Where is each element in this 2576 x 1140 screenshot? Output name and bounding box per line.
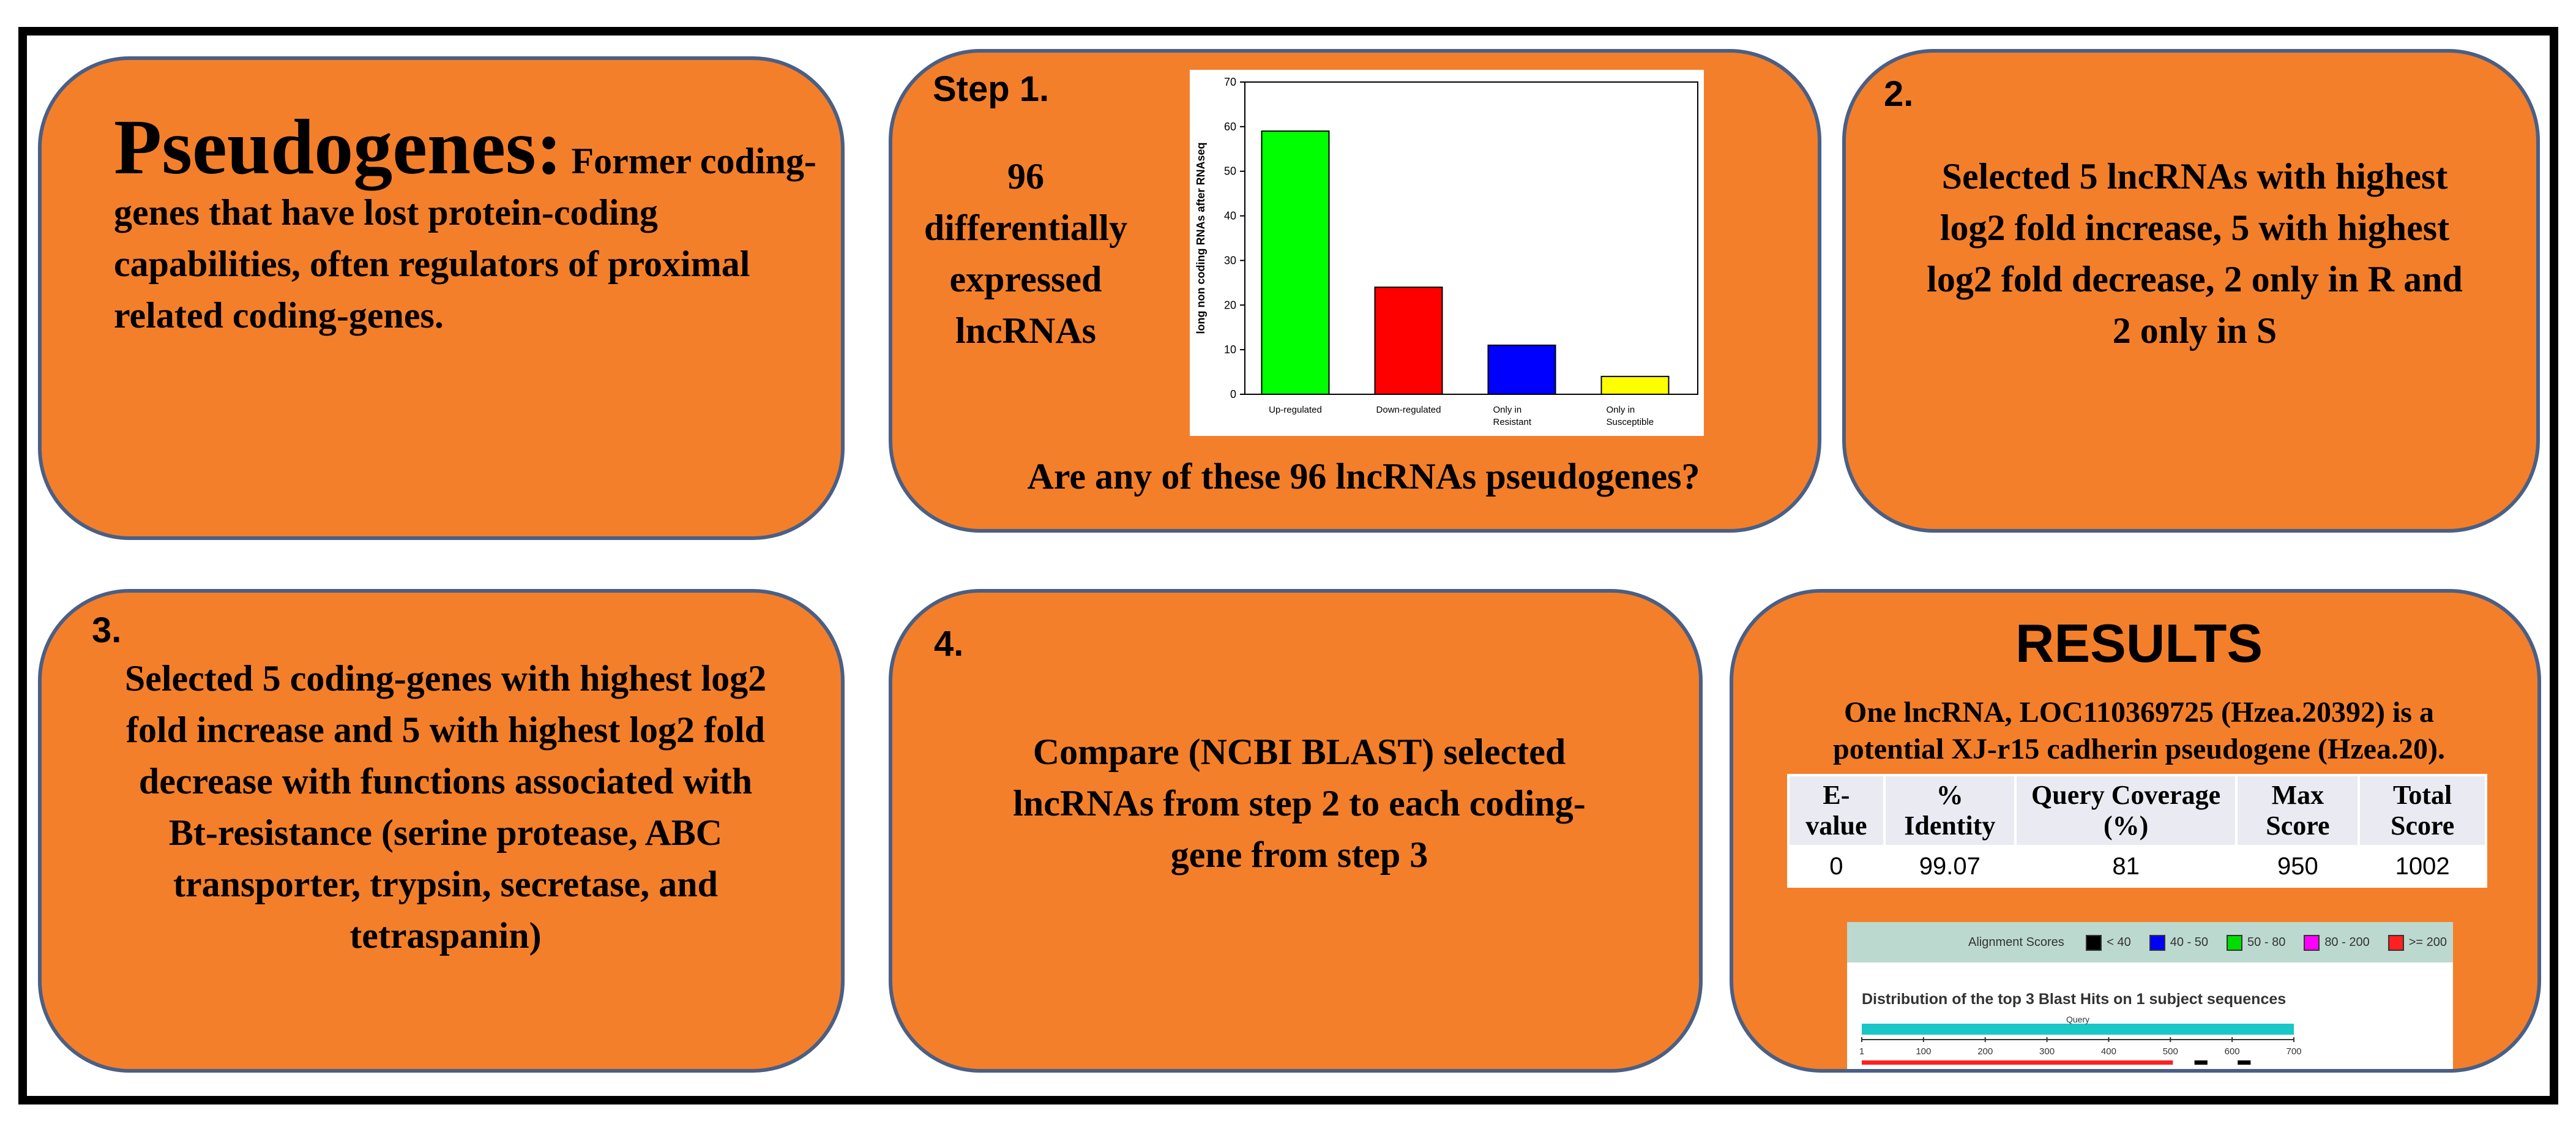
cell-total-score: 1002 bbox=[2358, 845, 2487, 888]
bar-only-in-susceptible bbox=[1600, 375, 1670, 396]
step1-lncrna-count: 96 differentially expressed lncRNAs bbox=[924, 156, 1128, 351]
pseudogenes-title-rest: Former bbox=[571, 141, 691, 181]
y-tick-label: 50 bbox=[1224, 165, 1236, 178]
x-tick-label: Resistant bbox=[1493, 417, 1532, 427]
bar-down-regulated bbox=[1374, 287, 1443, 395]
y-tick-label: 70 bbox=[1224, 76, 1236, 88]
step2-heading: 2. bbox=[1884, 74, 1914, 114]
col-total-score: Total Score bbox=[2358, 774, 2487, 847]
step2-description: Selected 5 lncRNAs with highest log2 fol… bbox=[1927, 156, 2463, 351]
step4-heading: 4. bbox=[934, 624, 964, 664]
blast-graphic: Alignment Scores < 40 40 - 50 50 - 80 80 - … bbox=[1847, 922, 2453, 1069]
step3-description: Selected 5 coding-genes with highest log… bbox=[124, 658, 767, 956]
x-tick-label: Only in bbox=[1493, 405, 1522, 415]
panel-step3: 3. Selected 5 coding-genes with highest … bbox=[38, 589, 845, 1073]
results-heading: RESULTS bbox=[2015, 613, 2263, 673]
cell-evalue: 0 bbox=[1787, 845, 1886, 888]
blast-hit-bar bbox=[2238, 1060, 2251, 1065]
blast-hit-bar bbox=[2194, 1060, 2208, 1065]
ruler-tick-label: 100 bbox=[1916, 1046, 1931, 1057]
ruler-tick-label: 200 bbox=[1977, 1046, 1993, 1057]
x-tick-label: Susceptible bbox=[1607, 417, 1654, 427]
panel-step4: 4. Compare (NCBI BLAST) selected lncRNAs… bbox=[889, 589, 1703, 1073]
bar-only-in-resistant bbox=[1487, 344, 1556, 396]
bar-up-regulated bbox=[1261, 130, 1330, 396]
lncrna-bar-chart: 0 10 20 30 40 50 60 70 long non coding RNAs afte… bbox=[1190, 70, 1704, 436]
blast-alignment-track: Query 1 100 200 300 400 500 600 700 bbox=[1859, 1014, 2302, 1065]
ruler-tick-label: 600 bbox=[2225, 1046, 2240, 1057]
table-row: 0 99.07 81 950 1002 bbox=[1787, 845, 2487, 888]
legend-swatch bbox=[2086, 934, 2102, 951]
col-max-score: Max Score bbox=[2235, 774, 2361, 847]
panel-results: RESULTS One lncRNA, LOC110369725 (Hzea.2… bbox=[1730, 589, 2541, 1073]
legend-label: 40 - 50 bbox=[2170, 936, 2209, 949]
table-header-row: E-value % Identity Query Coverage (%) Ma… bbox=[1787, 774, 2487, 847]
plot-border bbox=[1244, 81, 1698, 395]
y-tick-label: 40 bbox=[1224, 210, 1236, 222]
legend-swatch bbox=[2227, 934, 2243, 951]
legend-label: < 40 bbox=[2107, 936, 2131, 949]
legend-swatch bbox=[2304, 934, 2320, 951]
x-tick-label: Up-regulated bbox=[1269, 405, 1322, 415]
col-evalue: E-value bbox=[1787, 774, 1886, 847]
panel-step1: Step 1. 96 differentially expressed lncR… bbox=[889, 49, 1821, 533]
blast-legend-bar: Alignment Scores < 40 40 - 50 50 - 80 80 - … bbox=[1847, 922, 2453, 962]
y-tick-label: 0 bbox=[1230, 388, 1236, 400]
y-tick-label: 30 bbox=[1224, 254, 1236, 266]
x-tick-label: Down-regulated bbox=[1376, 405, 1441, 415]
cell-query-coverage: 81 bbox=[2014, 845, 2238, 888]
pseudogenes-title: Pseudogenes: bbox=[114, 103, 562, 190]
y-axis-label: long non coding RNAs after RNAseq bbox=[1195, 142, 1207, 334]
pseudogenes-definition: coding-genes that have lost protein-codi… bbox=[114, 141, 816, 336]
y-tick-label: 60 bbox=[1224, 121, 1236, 133]
step3-heading: 3. bbox=[92, 610, 122, 650]
blast-results-table: E-value % Identity Query Coverage (%) Ma… bbox=[1787, 774, 2487, 888]
legend-title: Alignment Scores bbox=[1968, 936, 2064, 949]
legend-label: 80 - 200 bbox=[2324, 936, 2370, 949]
x-tick-label: Only in bbox=[1607, 405, 1635, 415]
blast-hit-bar bbox=[1862, 1060, 2173, 1065]
results-summary: One lncRNA, LOC110369725 (Hzea.20392) is… bbox=[1833, 696, 2445, 765]
step1-question: Are any of these 96 lncRNAs pseudogenes? bbox=[1027, 456, 1700, 497]
legend-label: 50 - 80 bbox=[2247, 936, 2286, 949]
ruler-tick-label: 400 bbox=[2101, 1046, 2116, 1057]
col-query-coverage: Query Coverage (%) bbox=[2014, 774, 2238, 847]
blast-hits-title: Distribution of the top 3 Blast Hits on … bbox=[1862, 991, 2287, 1008]
step1-heading: Step 1. bbox=[933, 69, 1050, 109]
cell-identity: 99.07 bbox=[1883, 845, 2017, 888]
panel-pseudogenes: Pseudogenes: Former coding-genes that ha… bbox=[38, 56, 845, 540]
y-tick-label: 10 bbox=[1224, 343, 1236, 356]
query-bar bbox=[1862, 1024, 2294, 1035]
ruler-tick-label: 700 bbox=[2286, 1046, 2301, 1057]
panel-step2: 2. Selected 5 lncRNAs with highest log2 … bbox=[1842, 49, 2540, 533]
cell-max-score: 950 bbox=[2235, 845, 2361, 888]
y-tick-label: 20 bbox=[1224, 299, 1236, 311]
legend-label: >= 200 bbox=[2408, 936, 2447, 949]
query-label: Query bbox=[2066, 1014, 2089, 1024]
legend-swatch bbox=[2387, 934, 2404, 951]
step4-description: Compare (NCBI BLAST) selected lncRNAs fr… bbox=[1013, 732, 1586, 875]
ruler-tick-label: 500 bbox=[2163, 1046, 2178, 1057]
col-identity: % Identity bbox=[1883, 774, 2017, 847]
ruler-tick-label: 1 bbox=[1859, 1046, 1864, 1057]
ruler-tick-label: 300 bbox=[2039, 1046, 2055, 1057]
legend-swatch bbox=[2149, 934, 2165, 951]
